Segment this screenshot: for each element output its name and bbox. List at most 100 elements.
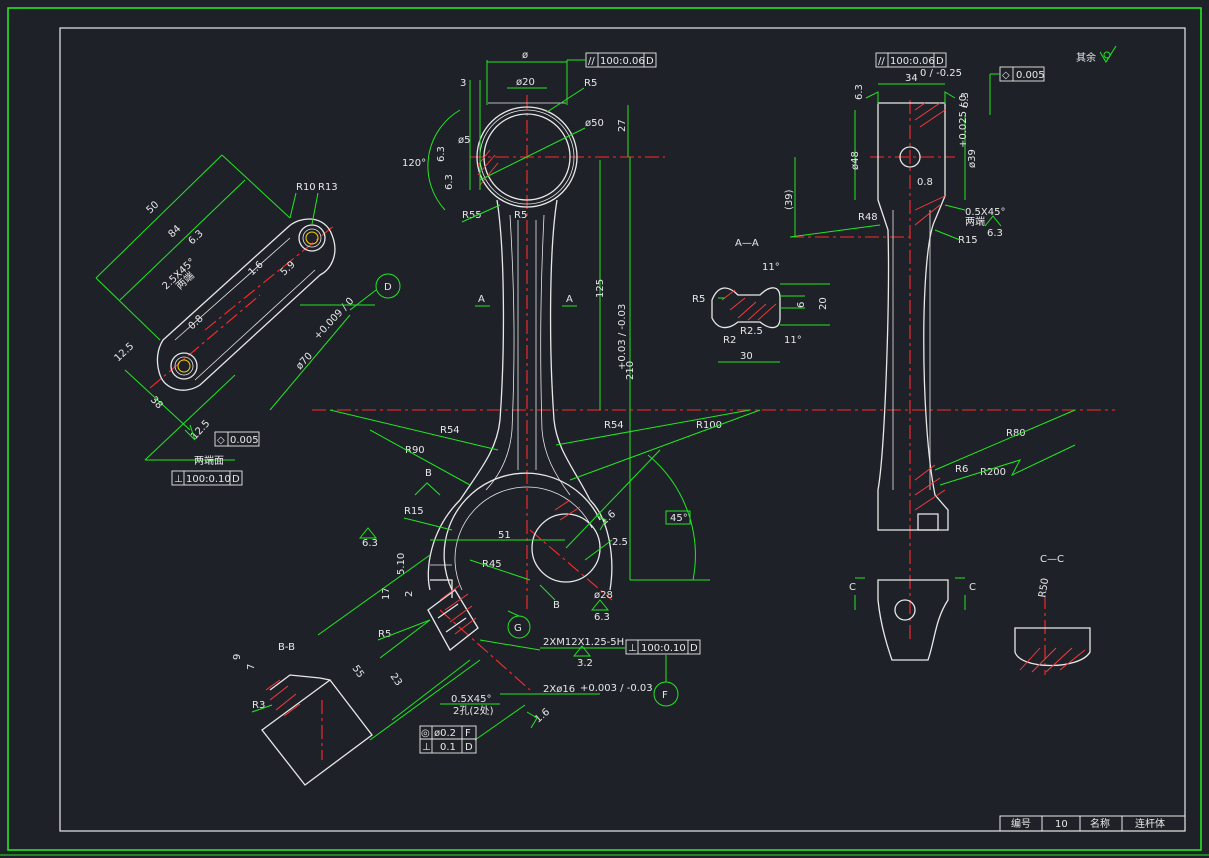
fcf-oblique-flat-sym: ◇ [217, 435, 225, 446]
front-thread: 2XM12X1.25-5H [543, 637, 624, 648]
side-r6: R6 [955, 464, 968, 475]
section-a-view: A—A R5 R2.5 R2 6 20 30 11° 11° [692, 238, 830, 363]
section-b-dim7: 7 [246, 664, 257, 670]
cut-b-top: B [425, 468, 432, 479]
front-r45: R45 [482, 559, 502, 570]
front-r54-right: R54 [604, 420, 624, 431]
front-rough-b: 6.3 [444, 174, 455, 190]
section-c-view: C—C R50 [1014, 554, 1091, 673]
front-r5-low: R5 [378, 629, 391, 640]
title-block-number-value: 10 [1055, 819, 1068, 830]
front-bore: 2Xø16 [543, 684, 575, 695]
fcf-front-perp-sym: ⊥ [628, 643, 637, 654]
fcf-side-flat: ◇ 0.005 [989, 66, 1045, 115]
fcf-oblique-perp: ⊥ 100:0.10 D [171, 470, 243, 486]
fcf-pos2-sym: ⊥ [422, 742, 431, 753]
section-a-dim20: 20 [818, 297, 829, 310]
fcf-front-parallel-datum: D [646, 56, 654, 67]
oblique-r10: R10 [296, 182, 316, 193]
oblique-dim84: 84 [167, 223, 184, 240]
side-r200: R200 [980, 467, 1006, 478]
section-a-r5: R5 [692, 294, 705, 305]
oblique-dim50: 50 [145, 199, 162, 216]
front-dim210-tol: +0.03 / -0.03 [617, 304, 628, 370]
side-r15: R15 [958, 235, 978, 246]
fcf-oblique-flat-value: 0.005 [230, 435, 259, 446]
oblique-dim125: 12.5 [113, 341, 137, 364]
front-angle120: 120° [402, 158, 426, 169]
datum-f: F [662, 690, 668, 701]
section-a-r25: R2.5 [740, 326, 763, 337]
front-holes-note: 2孔(2处) [453, 705, 494, 717]
section-a-dim30: 30 [740, 351, 753, 362]
title-block-name-label: 名称 [1090, 817, 1110, 830]
oblique-dim38: 38 [148, 395, 165, 412]
fcf-pos2-value: 0.1 [440, 742, 456, 753]
title-block: 编号 10 名称 连杆体 [999, 815, 1186, 832]
front-dim3: 3 [460, 78, 466, 89]
side-r48: R48 [858, 212, 878, 223]
front-dim510: 5.10 [396, 553, 407, 575]
section-b-r3: R3 [252, 700, 265, 711]
fcf-front-perp-datum: D [690, 643, 698, 654]
side-rough63: 6.3 [987, 228, 1003, 239]
side-d48: ø48 [850, 151, 861, 170]
fcf-pos1-value: ø0.2 [434, 728, 456, 739]
oblique-both-faces: 两端面 [194, 454, 224, 467]
front-dim51: 51 [498, 530, 511, 541]
front-r55: R55 [462, 210, 482, 221]
side-dim08: 0.8 [917, 177, 933, 188]
section-a-label: A—A [735, 238, 759, 249]
side-dim34: 34 [905, 73, 918, 84]
section-c-label: C—C [1040, 554, 1064, 565]
fcf-front-perp: ⊥ 100:0.10 D [625, 639, 701, 655]
fcf-pos1-datum: F [465, 728, 471, 739]
front-r90: R90 [405, 445, 425, 456]
front-rough-63: 6.3 [362, 538, 378, 549]
cut-c-left: C [849, 582, 856, 593]
side-r80: R80 [1006, 428, 1026, 439]
front-dim2: 2 [404, 591, 415, 597]
section-b-label: B-B [278, 642, 295, 653]
fcf-oblique-perp-sym: ⊥ [174, 474, 183, 485]
front-r100: R100 [696, 420, 722, 431]
fcf-oblique-perp-datum: D [232, 474, 240, 485]
side-both-ends: 两端 [965, 215, 985, 228]
section-b-view: B-B 9 7 R3 [232, 642, 373, 786]
front-rough16b: 1.6 [533, 707, 552, 726]
front-rough32: 3.2 [577, 658, 593, 669]
side-d39: ø39 [967, 149, 978, 168]
front-r5-top: R5 [584, 78, 597, 89]
front-angle45: 45° [670, 513, 688, 524]
fcf-side-parallel-sym: // [878, 56, 885, 67]
front-d50: ø50 [585, 118, 604, 129]
oblique-r13: R13 [318, 182, 338, 193]
fcf-side-flat-value: 0.005 [1016, 70, 1045, 81]
side-view: // 100:0.06 D 34 0 / -0.25 ◇ 0.005 6.3 6… [784, 52, 1076, 661]
oblique-d70: ø70 [294, 351, 315, 372]
front-r5-mid: R5 [514, 210, 527, 221]
front-r15: R15 [404, 506, 424, 517]
fcf-side-flat-sym: ◇ [1002, 70, 1010, 81]
inner-frame [59, 27, 1186, 832]
center-lines [149, 95, 1115, 760]
cut-c-right: C [969, 582, 976, 593]
fcf-oblique-flat: ◇ 0.005 [214, 431, 260, 447]
datum-g: G [514, 623, 522, 634]
front-d-top: ø [522, 50, 528, 61]
front-rough-a: 6.3 [436, 146, 447, 162]
title-block-name-value: 连杆体 [1135, 817, 1165, 830]
general-roughness-note: 其余 [1076, 45, 1117, 64]
fcf-front-perp-value: 100:0.10 [641, 643, 686, 654]
front-dim125: 125 [595, 279, 606, 298]
side-dim39: (39) [784, 189, 795, 210]
section-b-dim9: 9 [232, 654, 243, 660]
front-dim25: 2.5 [612, 537, 628, 548]
section-a-ang-top: 11° [762, 262, 780, 273]
front-bore-tol: +0.003 / -0.03 [580, 683, 653, 694]
datum-d: D [384, 282, 392, 293]
fcf-pos1-sym: ◎ [421, 728, 430, 739]
side-rough-b: 6.3 [960, 92, 971, 108]
oblique-rough63: 6.3 [187, 228, 206, 247]
section-a-dim6: 6 [796, 302, 807, 308]
